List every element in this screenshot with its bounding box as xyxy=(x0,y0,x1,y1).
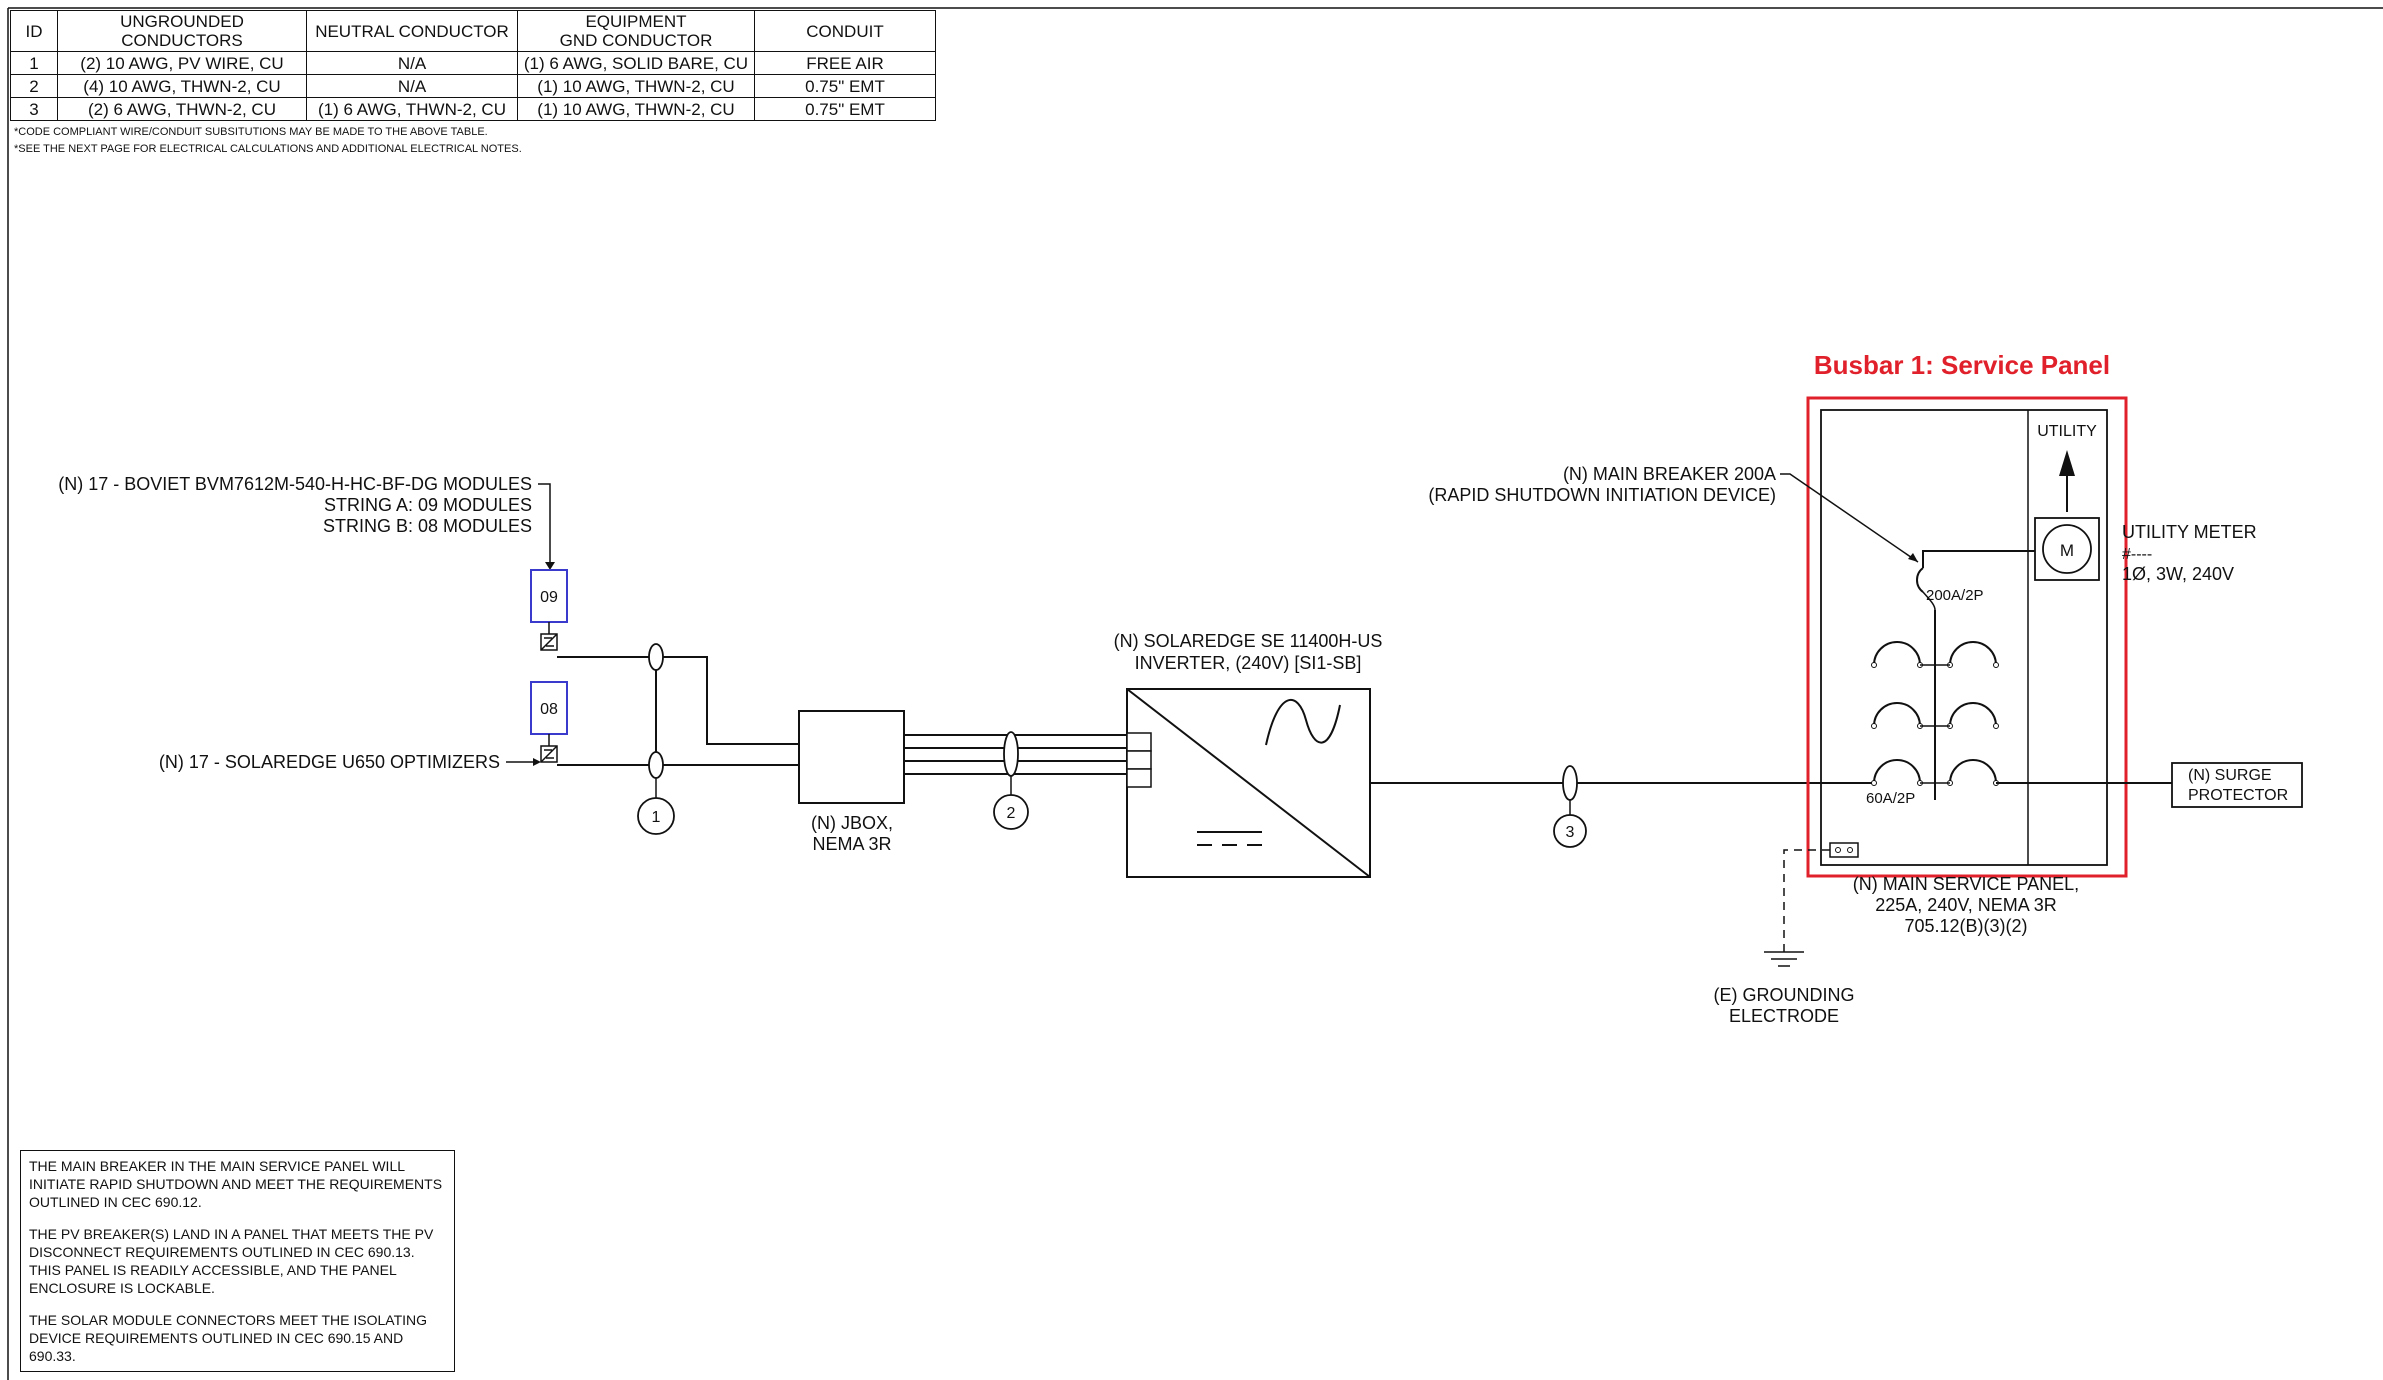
arrow-icon xyxy=(545,562,555,570)
string-b-label: STRING B: 08 MODULES xyxy=(323,516,532,536)
table-note-2: *SEE THE NEXT PAGE FOR ELECTRICAL CALCUL… xyxy=(14,143,522,155)
ground-icon xyxy=(1764,951,1804,967)
jbox xyxy=(798,710,905,804)
service-panel-label-3: 705.12(B)(3)(2) xyxy=(1904,916,2027,936)
string-a-count: 09 xyxy=(540,589,558,606)
ground-conductor xyxy=(1783,849,1830,952)
surge-protector-label-1: (N) SURGE xyxy=(2188,767,2272,784)
grounding-label-1: (E) GROUNDING xyxy=(1714,985,1855,1005)
conduit-marker xyxy=(648,643,664,671)
table-row: 3 (2) 6 AWG, THWN-2, CU (1) 6 AWG, THWN-… xyxy=(10,97,936,121)
branch-breaker-icon xyxy=(1871,702,1999,729)
surge-protector xyxy=(2171,762,2303,808)
arrow-up-icon xyxy=(2059,450,2075,476)
grounding-label-2: ELECTRODE xyxy=(1729,1006,1839,1026)
table-row: 2 (4) 10 AWG, THWN-2, CU N/A (1) 10 AWG,… xyxy=(10,74,936,98)
header-egc: EQUIPMENT GND CONDUCTOR xyxy=(517,10,755,52)
service-panel-label-1: (N) MAIN SERVICE PANEL, xyxy=(1853,874,2079,894)
main-breaker-icon xyxy=(1916,567,1924,593)
table-cell: 1 xyxy=(10,51,58,75)
table-header-row: ID UNGROUNDED CONDUCTORS NEUTRAL CONDUCT… xyxy=(10,10,936,52)
note-connectors: THE SOLAR MODULE CONNECTORS MEET THE ISO… xyxy=(29,1312,428,1364)
conduit-tag-1-label: 1 xyxy=(652,809,661,826)
table-cell: (1) 6 AWG, THWN-2, CU xyxy=(306,97,518,121)
dc-symbol-icon xyxy=(1197,831,1262,846)
main-breaker-label: (N) MAIN BREAKER 200A xyxy=(1563,464,1776,484)
table-cell: (1) 10 AWG, THWN-2, CU xyxy=(517,97,755,121)
conduit-marker xyxy=(1003,731,1019,777)
conduit-tag-1 xyxy=(637,797,675,835)
header-conduit: CONDUIT xyxy=(754,10,936,52)
ground-bar xyxy=(1829,842,1859,858)
conductor-table: ID UNGROUNDED CONDUCTORS NEUTRAL CONDUCT… xyxy=(10,10,936,121)
arrow-icon xyxy=(533,758,541,766)
conduit-marker xyxy=(648,751,664,779)
table-row: 1 (2) 10 AWG, PV WIRE, CU N/A (1) 6 AWG,… xyxy=(10,51,936,75)
meter-symbol: M xyxy=(2060,541,2074,560)
utility-meter-label: UTILITY METER xyxy=(2122,522,2257,542)
utility-meter-number: #---- xyxy=(2122,546,2152,563)
string-b-count: 08 xyxy=(540,701,558,718)
pv-breaker-rating: 60A/2P xyxy=(1866,790,1915,807)
table-cell: (2) 10 AWG, PV WIRE, CU xyxy=(57,51,307,75)
inverter-label-1: (N) SOLAREDGE SE 11400H-US xyxy=(1114,631,1383,651)
arrow-icon xyxy=(1908,553,1918,562)
utility-label: UTILITY xyxy=(2037,423,2097,440)
main-breaker-rating: 200A/2P xyxy=(1926,587,1984,604)
meter-icon xyxy=(2042,524,2092,574)
utility-meter-service: 1Ø, 3W, 240V xyxy=(2122,564,2234,584)
string-a-wire xyxy=(557,656,799,745)
table-note-1: *CODE COMPLIANT WIRE/CONDUIT SUBSITUTION… xyxy=(14,126,488,138)
optimizers-label: (N) 17 - SOLAREDGE U650 OPTIMIZERS xyxy=(159,752,500,772)
conduit-tag-3 xyxy=(1553,814,1587,848)
notes-box: THE MAIN BREAKER IN THE MAIN SERVICE PAN… xyxy=(20,1150,455,1372)
service-panel xyxy=(1820,409,2108,866)
surge-protector-label-2: PROTECTOR xyxy=(2188,787,2288,804)
ac-symbol-icon xyxy=(1265,699,1341,746)
table-cell: 3 xyxy=(10,97,58,121)
table-cell: (2) 6 AWG, THWN-2, CU xyxy=(57,97,307,121)
conduit-tag-2 xyxy=(993,794,1029,830)
branch-breaker-icon xyxy=(1871,641,1999,668)
table-cell: N/A xyxy=(306,74,518,98)
table-cell: (1) 6 AWG, SOLID BARE, CU xyxy=(517,51,755,75)
busbar-highlight xyxy=(1806,396,2128,878)
table-cell: (4) 10 AWG, THWN-2, CU xyxy=(57,74,307,98)
inverter-label-2: INVERTER, (240V) [SI1-SB] xyxy=(1135,653,1362,673)
header-neutral: NEUTRAL CONDUCTOR xyxy=(306,10,518,52)
conduit-tag-3-label: 3 xyxy=(1566,824,1575,841)
optimizer-icon xyxy=(540,745,558,763)
note-pv-disconnect: THE PV BREAKER(S) LAND IN A PANEL THAT M… xyxy=(29,1226,434,1296)
header-ungrounded: UNGROUNDED CONDUCTORS xyxy=(57,10,307,52)
conduit-marker xyxy=(1562,765,1578,801)
modules-label: (N) 17 - BOVIET BVM7612M-540-H-HC-BF-DG … xyxy=(58,474,532,494)
table-cell: (1) 10 AWG, THWN-2, CU xyxy=(517,74,755,98)
header-id: ID xyxy=(10,10,58,52)
table-cell: FREE AIR xyxy=(754,51,936,75)
rapid-shutdown-label: (RAPID SHUTDOWN INITIATION DEVICE) xyxy=(1428,485,1776,505)
table-cell: 0.75" EMT xyxy=(754,74,936,98)
string-a-label: STRING A: 09 MODULES xyxy=(324,495,532,515)
modules-leader xyxy=(538,483,551,566)
busbar-title: Busbar 1: Service Panel xyxy=(1814,350,2110,380)
pv-breaker-icon xyxy=(1871,759,1999,786)
optimizer-icon xyxy=(540,633,558,651)
service-panel-label-2: 225A, 240V, NEMA 3R xyxy=(1875,895,2056,915)
table-cell: 0.75" EMT xyxy=(754,97,936,121)
jbox-label-2: NEMA 3R xyxy=(812,834,891,854)
note-rapid-shutdown: THE MAIN BREAKER IN THE MAIN SERVICE PAN… xyxy=(29,1158,443,1210)
conduit-tag-2-label: 2 xyxy=(1007,805,1016,822)
jbox-label-1: (N) JBOX, xyxy=(811,813,893,833)
